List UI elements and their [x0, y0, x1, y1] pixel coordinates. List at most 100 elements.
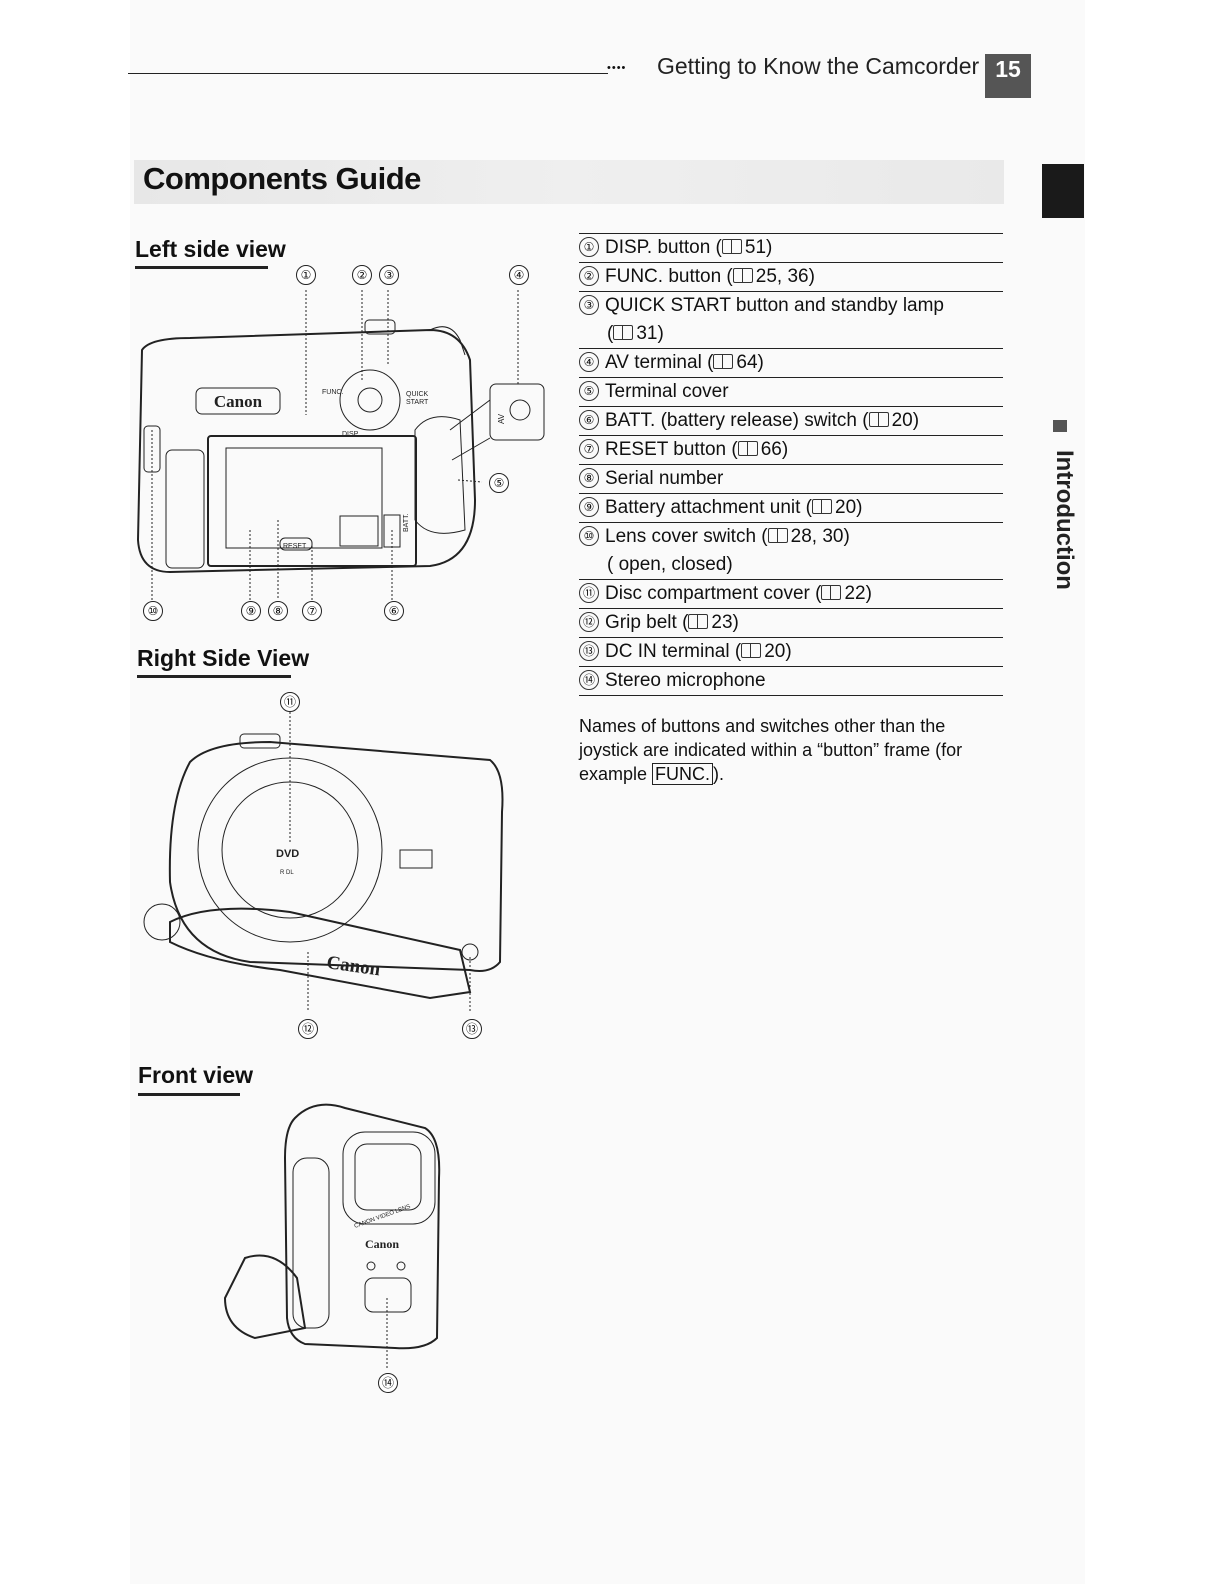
part-name: RESET button (: [605, 439, 738, 460]
part-name: DC IN terminal (: [605, 641, 742, 662]
part-name: Stereo microphone: [605, 670, 766, 691]
front-view-heading: Front view: [138, 1062, 254, 1088]
handle-top-right: [239, 733, 281, 749]
chapter-side-tab-label: Introduction: [1051, 450, 1078, 590]
part-name: QUICK START button and standby lamp: [605, 295, 945, 316]
part-number: ⑥: [579, 410, 599, 430]
part-name: FUNC. button (: [605, 266, 733, 287]
disc-compartment-cover: [197, 757, 383, 943]
book-icon: [713, 354, 734, 369]
handle-top: [364, 319, 396, 335]
part-name: Lens cover switch (: [605, 526, 768, 547]
quick-label: QUICK: [406, 391, 429, 398]
running-header-title: Getting to Know the Camcorder: [657, 53, 980, 79]
start-label: START: [406, 399, 429, 406]
part-number: ⑪: [579, 583, 599, 603]
header-rule: [128, 73, 608, 74]
page-ref: 51): [744, 237, 773, 258]
part-name: Terminal cover: [605, 381, 729, 402]
part-number: ④: [579, 352, 599, 372]
part-name: DISP. button (: [605, 237, 722, 258]
batt-label: BATT.: [403, 513, 410, 532]
chapter-marker-block: [1042, 164, 1084, 218]
callout-1: ①: [296, 265, 316, 285]
page-ref: 66): [760, 439, 789, 460]
lens-housing: [342, 1131, 436, 1225]
strap-ring: [143, 903, 181, 941]
list-item: ⑭ Stereo microphone: [579, 666, 1003, 696]
callout-3: ③: [379, 265, 399, 285]
part-number: ⑭: [579, 670, 599, 690]
grip-belt-front: [292, 1157, 330, 1329]
left-side-view-illustration: Canon FUNC. QUICK START DISP. AV RESET B…: [136, 290, 545, 600]
callout-5: ⑤: [489, 473, 509, 493]
part-name: AV terminal (: [605, 352, 714, 373]
lens-cover-switch: [143, 425, 161, 473]
list-item: ⑩ Lens cover switch ( 28, 30) ( open, close…: [579, 522, 1003, 579]
left-side-view-heading: Left side view: [135, 236, 286, 262]
page-ref: 22): [844, 583, 872, 604]
callout-10: ⑩: [143, 601, 163, 621]
brand-logo-front: Canon: [365, 1237, 399, 1251]
part-number: ⑬: [579, 641, 599, 661]
part-number: ⑦: [579, 439, 599, 459]
page-background: [130, 0, 1085, 1584]
right-side-view-heading-rule: [137, 675, 291, 678]
chapter-marker-small: [1053, 420, 1067, 432]
page-number: 15: [985, 54, 1031, 98]
camcorder-body-outline: [136, 328, 477, 574]
front-view-heading-rule: [138, 1093, 240, 1096]
note-text: Names of buttons and switches other than…: [579, 716, 963, 784]
page-ref: 25, 36): [755, 266, 815, 287]
callout-8: ⑧: [268, 601, 288, 621]
callout-13: ⑬: [462, 1019, 482, 1039]
grip-belt: [169, 907, 472, 1000]
book-icon: [737, 441, 758, 456]
av-label: AV: [497, 413, 506, 424]
header-dots: ••••: [607, 62, 627, 74]
page-ref: 23): [711, 612, 739, 633]
book-icon: [688, 614, 709, 629]
section-title: Components Guide: [143, 161, 421, 196]
disp-label: DISP.: [342, 431, 359, 438]
callout-14: ⑭: [378, 1373, 398, 1393]
part-number: ⑩: [579, 526, 599, 546]
page-ref: 20): [891, 410, 920, 431]
page-ref: 20): [764, 641, 792, 662]
reset-label: RESET: [283, 543, 307, 550]
list-item: ③ QUICK START button and standby lamp (31): [579, 291, 1003, 348]
joystick-outer: [339, 369, 401, 431]
dvd-sub-logo: R DL: [280, 870, 294, 876]
part-number: ③: [579, 295, 599, 315]
callout-12: ⑫: [298, 1019, 318, 1039]
av-terminal-jack: [509, 399, 531, 421]
part-name: Serial number: [605, 468, 724, 489]
part-continuation: ( open, closed): [607, 554, 733, 575]
book-icon: [741, 643, 762, 658]
camcorder-body-outline-right: [168, 740, 504, 972]
part-name: BATT. (battery release) switch (: [605, 410, 869, 431]
part-number: ②: [579, 266, 599, 286]
callout-4: ④: [509, 265, 529, 285]
book-icon: [767, 528, 788, 543]
right-side-view-heading: Right Side View: [137, 645, 310, 671]
callout-7: ⑦: [302, 601, 322, 621]
camcorder-body-outline-front: [283, 1103, 441, 1350]
brand-logo-right: Canon: [325, 952, 382, 980]
page-ref: 28, 30): [790, 526, 850, 547]
chapter-side-tab: Introduction: [1050, 450, 1084, 610]
right-side-leader-lines: [289, 712, 471, 1012]
part-continuation: (31): [607, 323, 664, 344]
page-ref: 20): [835, 497, 863, 518]
av-terminal-callout-box: [489, 383, 545, 441]
dvd-logo: DVD: [276, 848, 299, 860]
right-side-view-illustration: DVD R DL Canon: [143, 712, 504, 1012]
part-name: Battery attachment unit (: [605, 497, 812, 518]
